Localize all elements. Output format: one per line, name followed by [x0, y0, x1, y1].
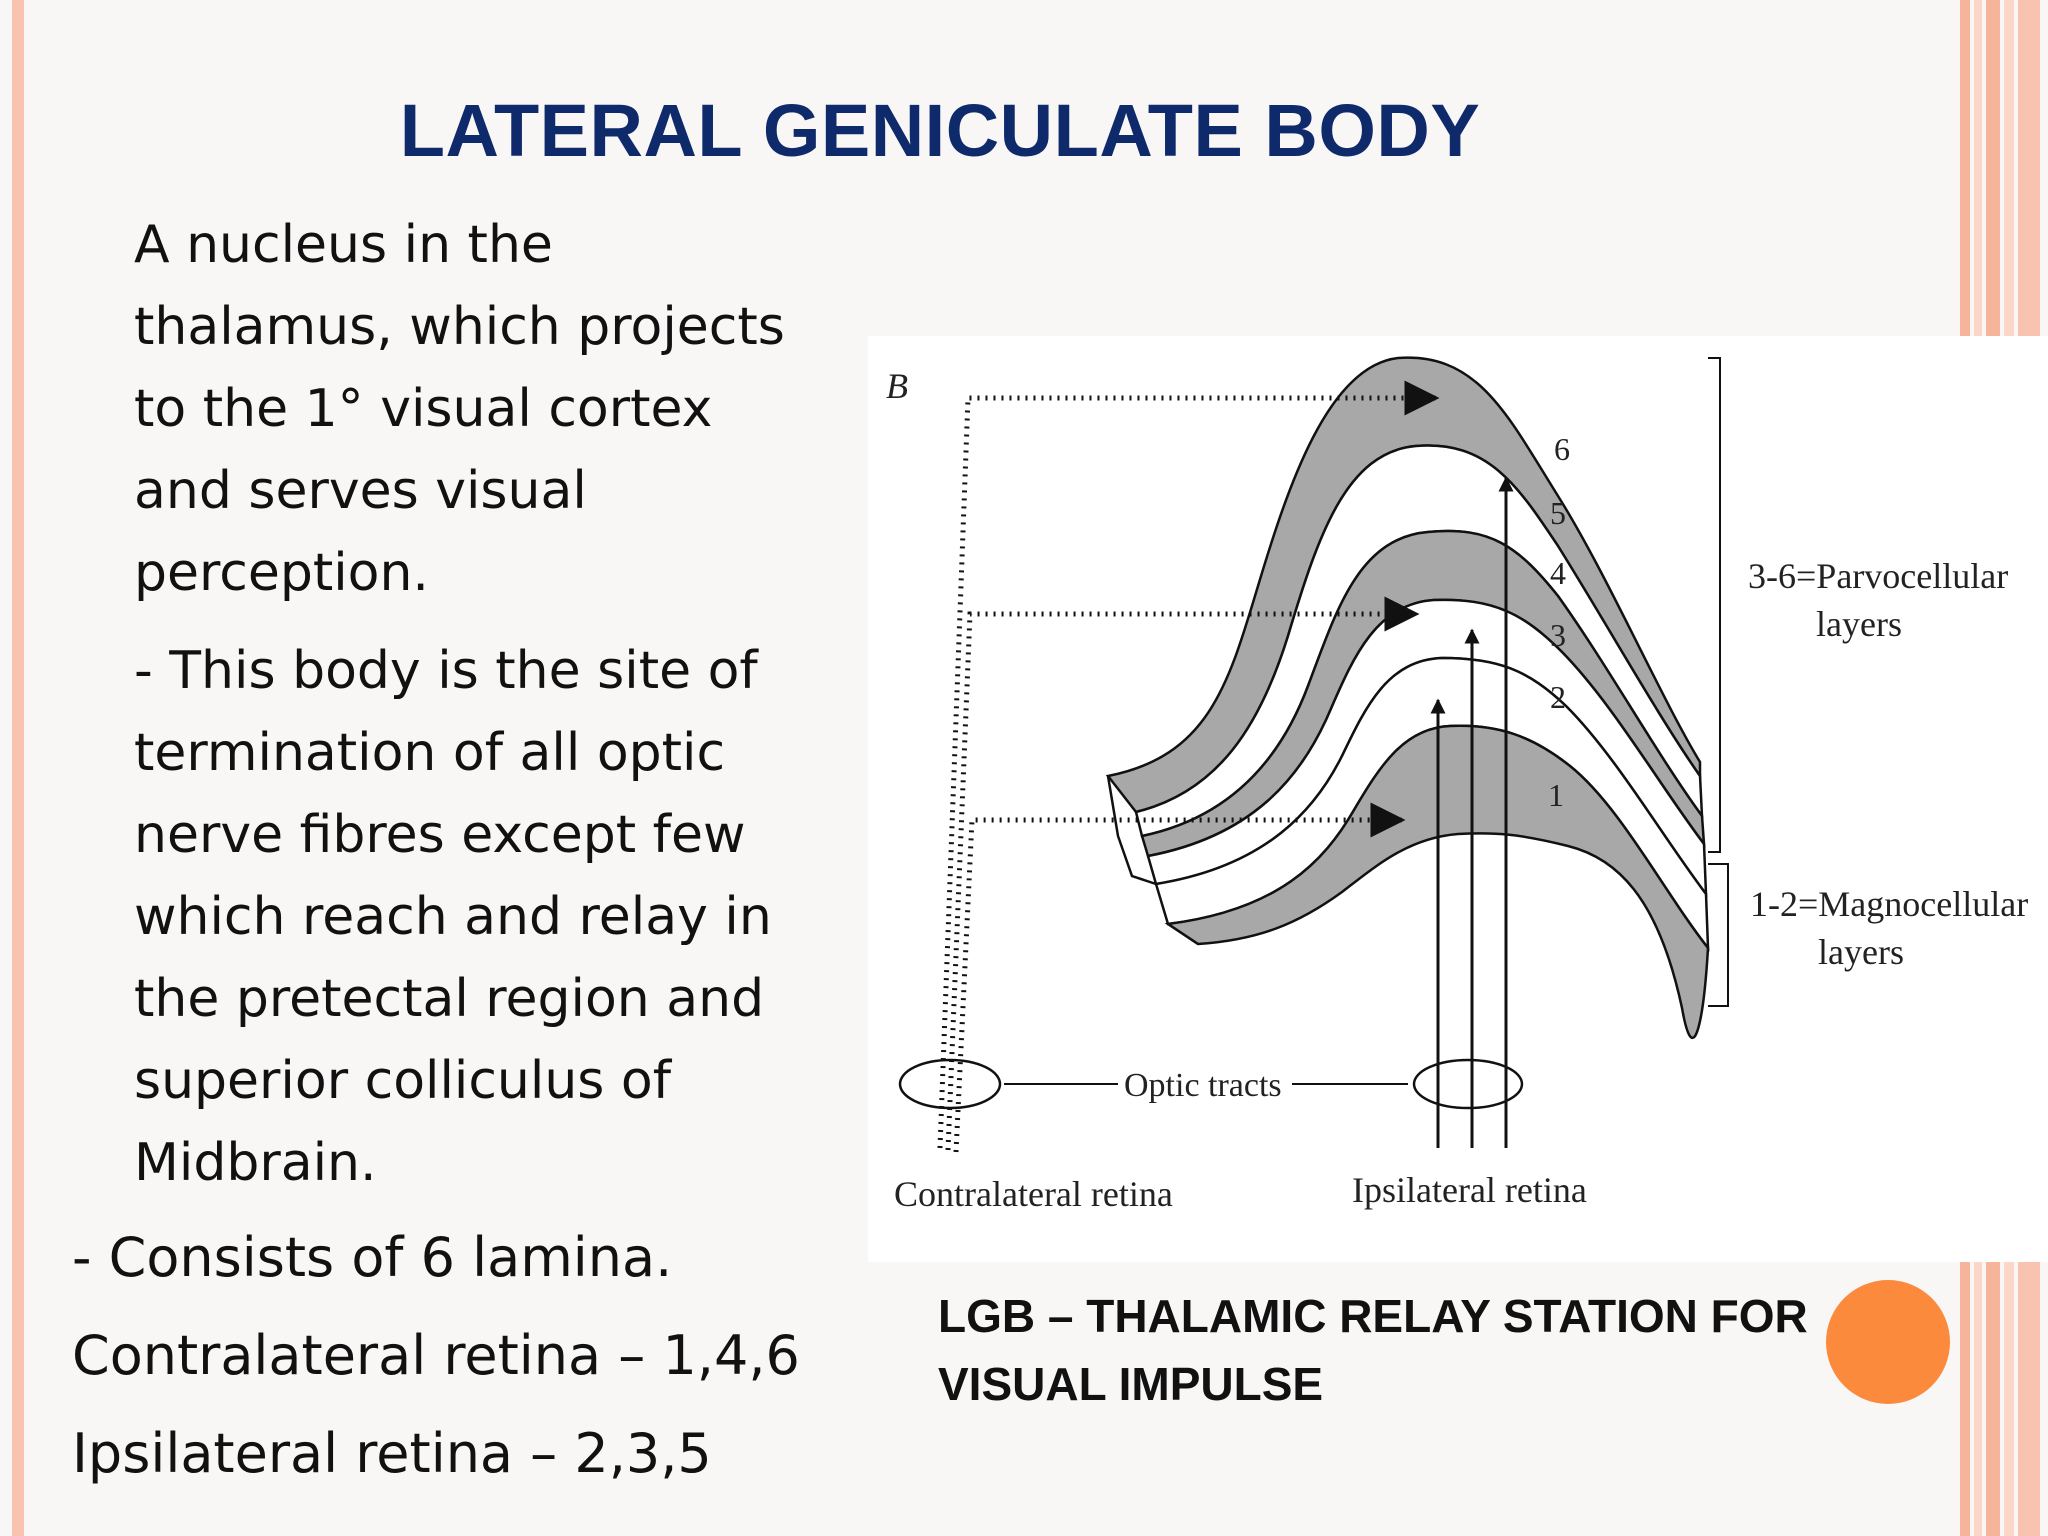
accent-circle: [1826, 1280, 1950, 1404]
panel-label: B: [886, 366, 908, 406]
optic-tracts-label: Optic tracts: [1124, 1067, 1282, 1104]
definition-line: perception.: [134, 543, 429, 603]
definition-line: and serves visual: [134, 461, 587, 521]
ipsilateral-retina-label: Ipsilateral retina: [1352, 1170, 1587, 1210]
magnocellular-bracket: [1708, 863, 1729, 1007]
termination-line: Midbrain.: [134, 1133, 377, 1193]
termination-line: the pretectal region and: [134, 969, 765, 1029]
contralateral-retina-label: Contralateral retina: [894, 1174, 1173, 1214]
magnocellular-label-line1: 1-2=Magnocellular: [1750, 884, 2028, 924]
contralateral-tract-ellipse: [898, 1058, 1002, 1110]
contralateral-fiber-to-4: [945, 596, 1420, 1151]
caption-line: VISUAL IMPULSE: [938, 1358, 1324, 1410]
definition-line: A nucleus in the: [134, 215, 553, 275]
slide-title: LATERAL GENICULATE BODY: [399, 89, 1481, 172]
lgb-diagram-svg: B 6 5 4 3 2 1 Optic tracts Contralateral…: [868, 336, 2048, 1262]
layer-number-3: 3: [1550, 617, 1566, 653]
termination-line: which reach and relay in: [134, 887, 772, 947]
ipsilateral-layers-text: Ipsilateral retina – 2,3,5: [72, 1422, 712, 1485]
lgb-left-edge: [1106, 775, 1199, 946]
parvocellular-label-line1: 3-6=Parvocellular: [1748, 556, 2008, 596]
termination-line: termination of all optic: [134, 723, 726, 783]
figure-caption: LGB – THALAMIC RELAY STATION FOR VISUAL …: [938, 1282, 1808, 1418]
layer-number-2: 2: [1550, 679, 1566, 715]
contralateral-layers-text: Contralateral retina – 1,4,6: [72, 1324, 800, 1387]
caption-line: LGB – THALAMIC RELAY STATION FOR: [938, 1290, 1808, 1342]
layer-number-4: 4: [1550, 555, 1566, 591]
lamina-count-text: - Consists of 6 lamina.: [72, 1226, 673, 1289]
termination-paragraph: - This body is the site of termination o…: [134, 630, 874, 1204]
magnocellular-label-line2: layers: [1818, 932, 1904, 972]
definition-paragraph: A nucleus in the thalamus, which project…: [134, 204, 874, 614]
left-border-stripe: [12, 0, 24, 1536]
layer-number-5: 5: [1550, 495, 1566, 531]
parvocellular-bracket: [1708, 357, 1721, 853]
termination-line: - This body is the site of: [134, 641, 758, 701]
termination-line: nerve fibres except few: [134, 805, 746, 865]
layer-number-6: 6: [1554, 431, 1570, 467]
definition-line: thalamus, which projects: [134, 297, 785, 357]
lgb-layers-diagram: B 6 5 4 3 2 1 Optic tracts Contralateral…: [868, 336, 2048, 1262]
ipsilateral-tract-ellipse: [1412, 1058, 1524, 1110]
definition-line: to the 1° visual cortex: [134, 379, 713, 439]
parvocellular-label-line2: layers: [1816, 604, 1902, 644]
layer-1-band: [1164, 724, 1710, 1040]
termination-line: superior colliculus of: [134, 1051, 672, 1111]
layer-number-1: 1: [1548, 777, 1564, 813]
